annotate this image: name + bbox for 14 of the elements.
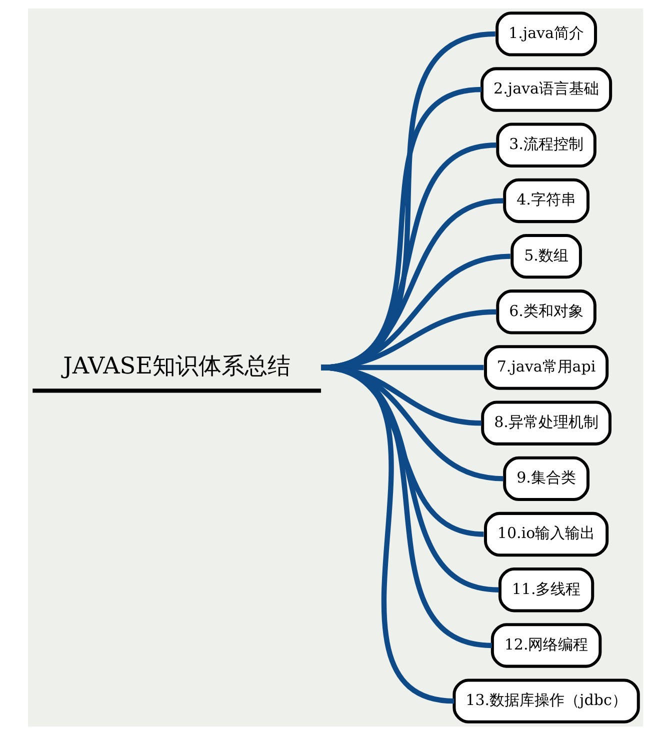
node-box: 7.java常用api <box>483 345 608 390</box>
node-box: 10.io输入输出 <box>483 512 608 557</box>
node-box: 1.java简介 <box>495 12 597 56</box>
node-box: 12.网络编程 <box>490 623 602 668</box>
node-box: 11.多线程 <box>498 568 594 612</box>
node-text: JAVASE知识体系总结 <box>62 353 290 380</box>
node-box: 6.类和对象 <box>496 290 596 334</box>
node-box: 3.流程控制 <box>496 122 596 168</box>
node-box: 8.异常处理机制 <box>480 400 611 446</box>
node-box: 4.字符串 <box>502 178 589 224</box>
node-box: 2.java语言基础 <box>480 67 612 112</box>
node-box: 9.集合类 <box>502 456 589 502</box>
node-box: 13.数据库操作（jdbc） <box>452 678 640 724</box>
node-box: 5.数组 <box>510 234 582 279</box>
